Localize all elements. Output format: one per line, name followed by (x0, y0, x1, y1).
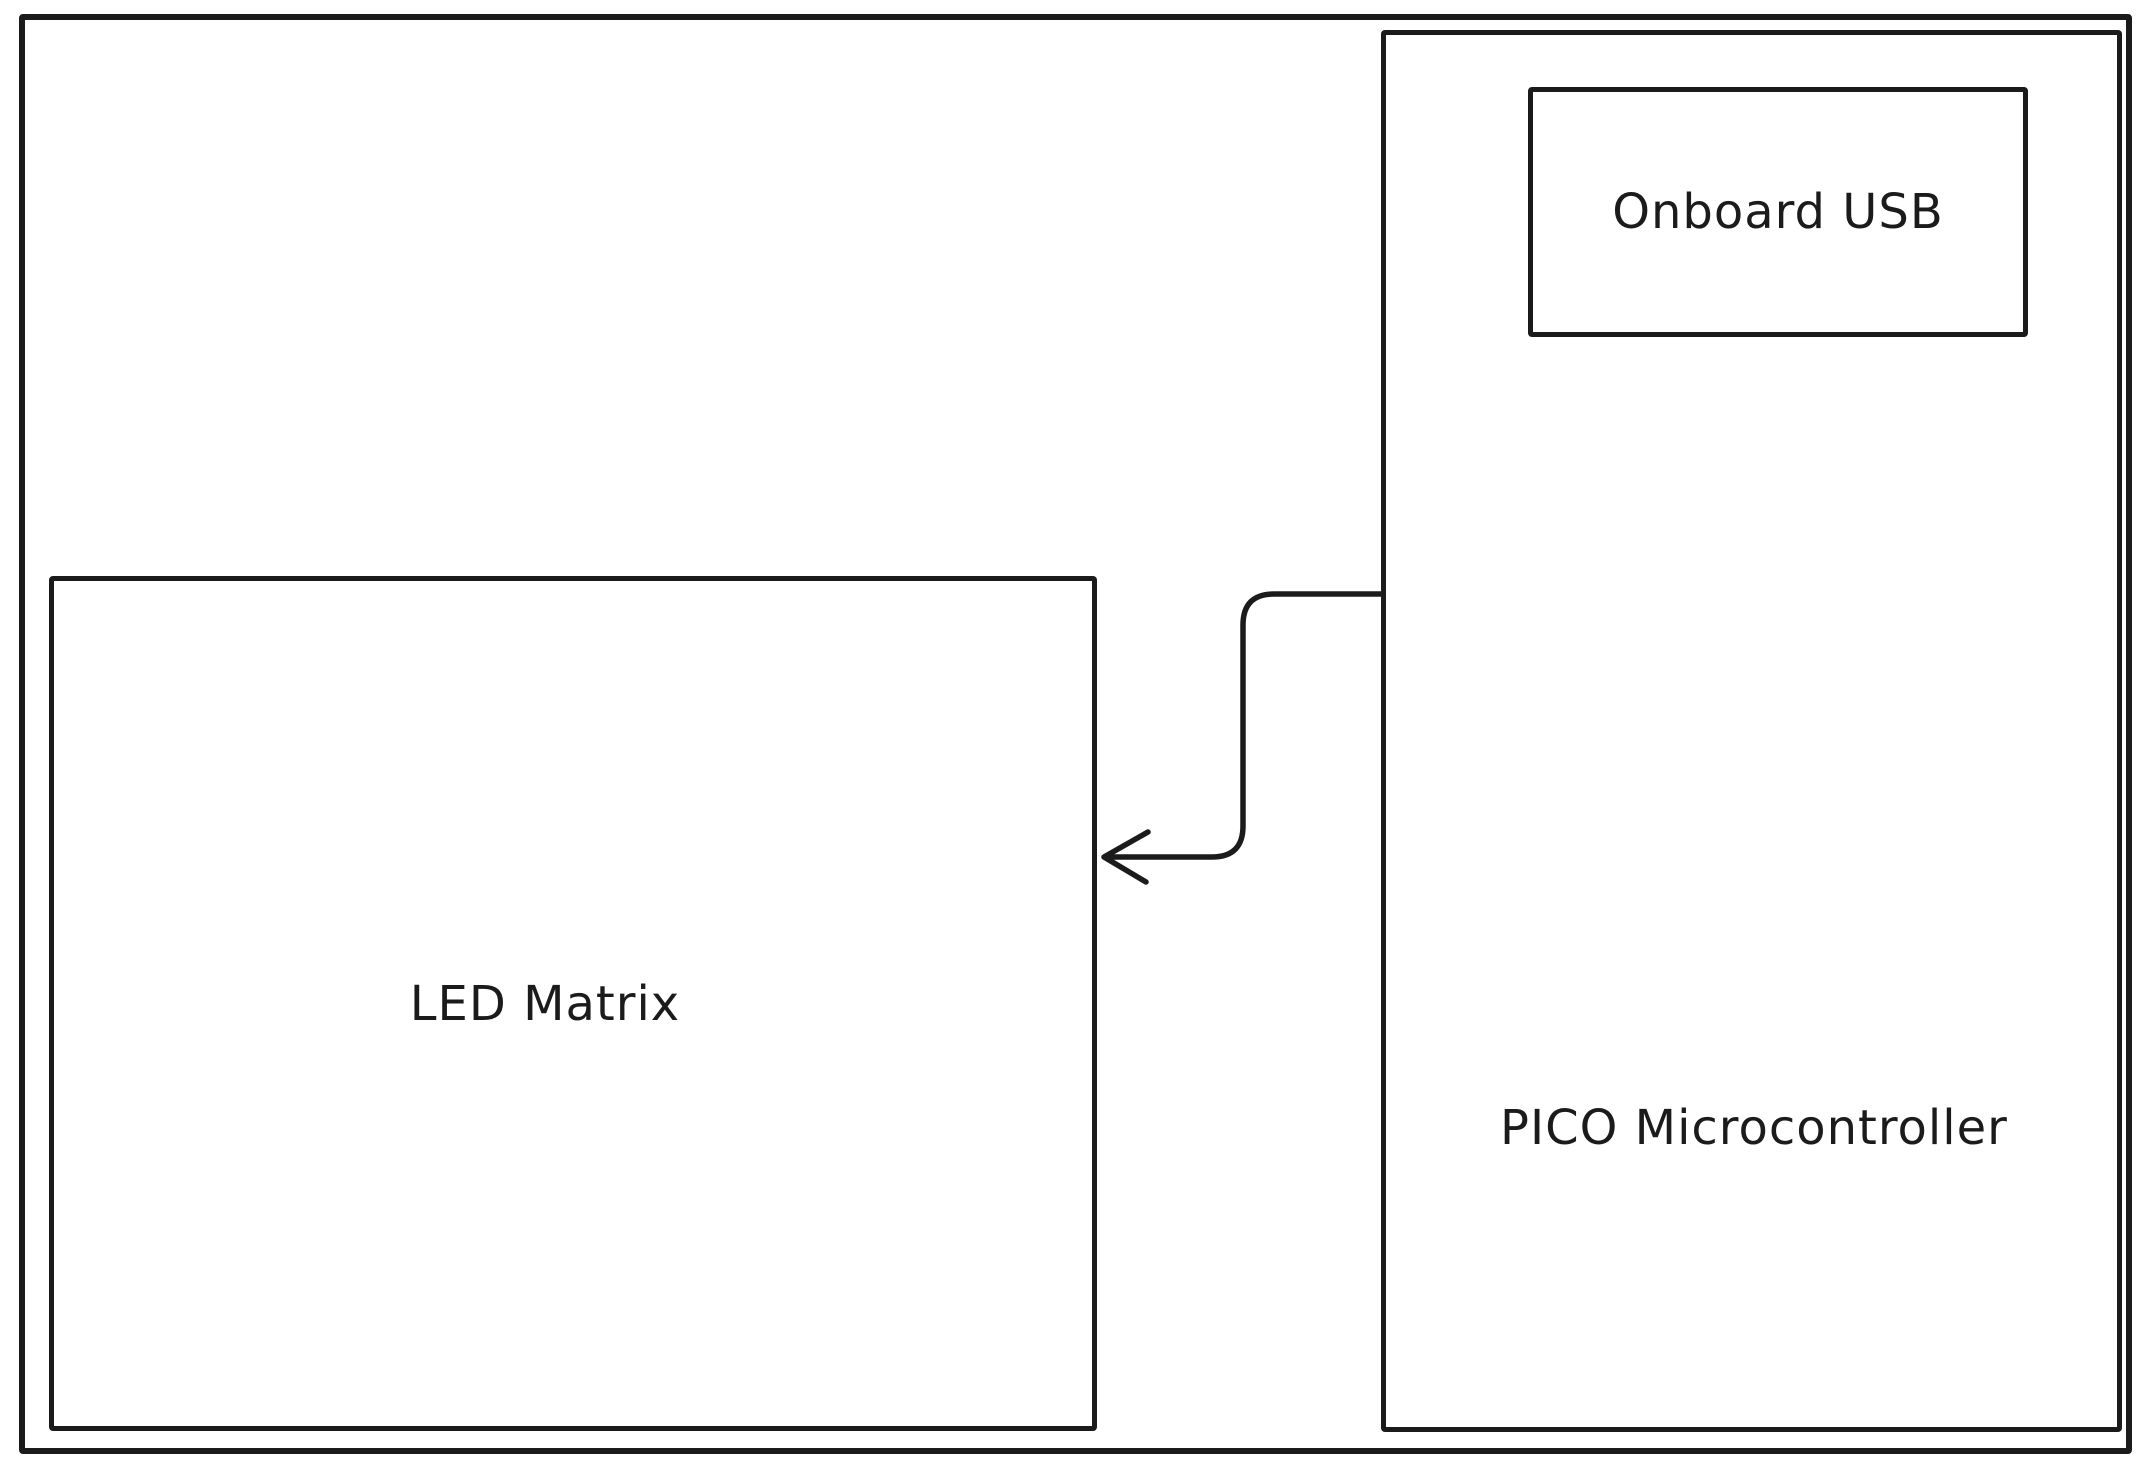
pico-microcontroller-label: PICO Microcontroller (1500, 1100, 2008, 1156)
onboard-usb-label: Onboard USB (1612, 184, 1944, 240)
led-matrix-box: LED Matrix (49, 576, 1097, 1431)
outer-frame-box (19, 14, 2132, 1454)
onboard-usb-box: Onboard USB (1528, 87, 2028, 337)
led-matrix-label: LED Matrix (409, 975, 681, 1032)
